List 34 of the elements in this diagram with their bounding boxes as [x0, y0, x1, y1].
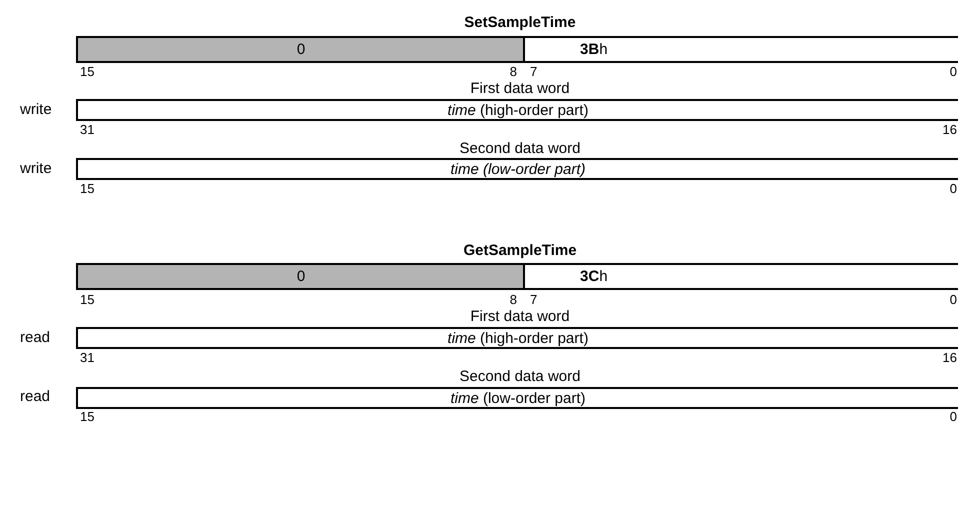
bit-number: 7 [530, 293, 538, 307]
register-field: time (high-order part) [76, 327, 958, 349]
bit-number: 15 [80, 182, 94, 196]
bit-number: 31 [80, 123, 94, 137]
bit-number: 15 [80, 293, 94, 307]
access-label: write [20, 160, 52, 178]
bit-number: 0 [950, 410, 957, 424]
word-heading: First data word [470, 308, 570, 326]
bit-number: 0 [950, 182, 957, 196]
bit-number: 0 [950, 293, 957, 307]
bit-number: 0 [950, 65, 957, 79]
register-field: 0 [76, 263, 524, 290]
register-field: time (low-order part) [76, 158, 958, 180]
word-heading: Second data word [460, 368, 580, 386]
register-field: 0 [76, 36, 524, 63]
bit-number: 8 [510, 65, 517, 79]
command-title: GetSampleTime [463, 242, 577, 260]
word-heading: Second data word [460, 140, 580, 158]
bit-number: 8 [510, 293, 517, 307]
word-heading: First data word [470, 80, 570, 98]
bit-number: 31 [80, 351, 94, 365]
command-title: SetSampleTime [464, 14, 576, 32]
bit-number: 7 [530, 65, 538, 79]
access-label: read [20, 388, 50, 406]
access-label: read [20, 329, 50, 347]
bit-number: 15 [80, 410, 94, 424]
bit-number: 16 [942, 123, 957, 137]
register-field: 3Ch [523, 263, 958, 290]
register-field: time (high-order part) [76, 99, 958, 121]
register-field: 3Bh [523, 36, 958, 63]
access-label: write [20, 101, 52, 119]
bit-number: 15 [80, 65, 94, 79]
register-field: time (low-order part) [76, 387, 958, 409]
bit-number: 16 [942, 351, 957, 365]
